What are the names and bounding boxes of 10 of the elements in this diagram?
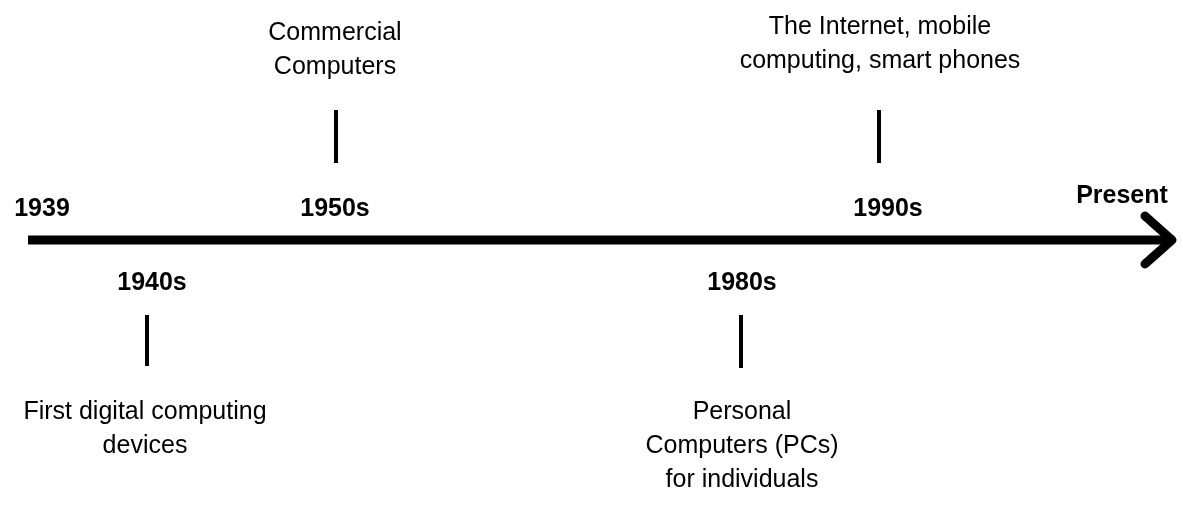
year-label: 1990s — [852, 192, 924, 223]
event-label: Commercial Computers — [267, 16, 403, 81]
year-label: 1939 — [13, 192, 71, 223]
year-label: 1980s — [706, 266, 778, 297]
year-label: Present — [1075, 179, 1169, 210]
year-label: 1940s — [116, 266, 188, 297]
event-label: First digital computing devices — [22, 395, 268, 460]
event-label: Personal Computers (PCs) for individuals — [644, 395, 840, 494]
event-label: The Internet, mobile computing, smart phones — [738, 10, 1022, 75]
year-label: 1950s — [299, 192, 371, 223]
